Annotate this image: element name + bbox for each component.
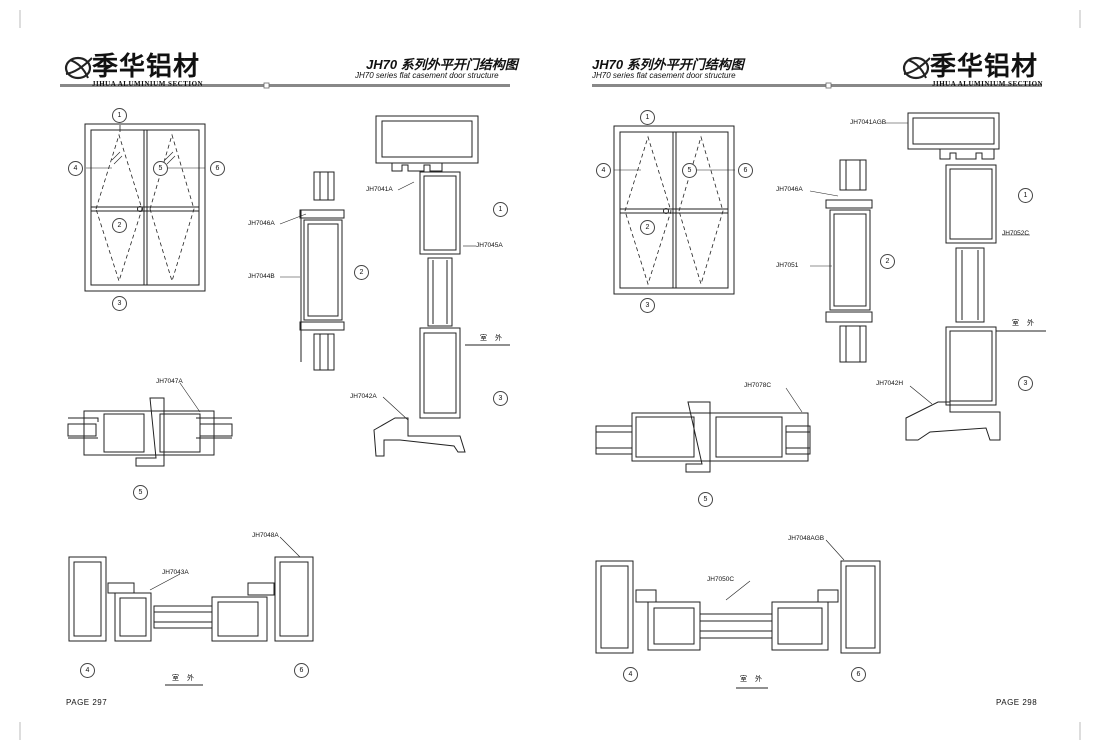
horizontal-section [68, 556, 314, 686]
callout-circle: 4 [623, 667, 638, 682]
part-label: JH7050C [707, 576, 735, 583]
leader-lines [149, 181, 476, 591]
right-page: JH70 系列外平开门结构图 JH70 series flat casement… [550, 0, 1100, 750]
callout-circle: 3 [1018, 376, 1033, 391]
callout-circle: 6 [294, 663, 309, 678]
page-title-zh: JH70 系列外平开门结构图 [366, 57, 518, 72]
callout-circle: 2 [640, 220, 655, 235]
brand-name: 季华铝材 [930, 52, 1039, 82]
callout-circle: 6 [851, 667, 866, 682]
door-elevation [84, 123, 206, 292]
callout-circle: 4 [80, 663, 95, 678]
callout-circle: 6 [210, 161, 225, 176]
part-label: JH7042A [350, 393, 377, 400]
callout-circle: 3 [112, 296, 127, 311]
part-label: JH7044B [248, 273, 275, 280]
callout-circle: 6 [738, 163, 753, 178]
mullion-section [595, 401, 811, 473]
right-drawing [592, 10, 1081, 740]
page-title-en: JH70 series flat casement door structure [355, 71, 499, 80]
brand-name: 季华铝材 [92, 52, 201, 82]
callout-circle: 1 [1018, 188, 1033, 203]
mullion-section [67, 397, 233, 467]
left-page: 季华铝材 JIHUA ALUMINIUM SECTION JH70 系列外平开门… [19, 10, 518, 740]
callout-circle: 3 [640, 298, 655, 313]
part-label: JH7042H [876, 380, 904, 387]
brand-subtitle: JIHUA ALUMINIUM SECTION [92, 80, 204, 88]
part-label: JH7041AGB [850, 119, 887, 126]
part-label: JH7048AGB [788, 535, 825, 542]
callout-circle: 4 [596, 163, 611, 178]
callout-circle: 1 [112, 108, 127, 123]
door-elevation [613, 125, 735, 295]
part-label: JH7048A [252, 532, 279, 539]
callout-circle: 3 [493, 391, 508, 406]
callout-circle: 4 [68, 161, 83, 176]
part-label: JH7046A [776, 186, 803, 193]
part-label: JH7045A [476, 242, 503, 249]
vertical-section [905, 112, 1046, 441]
callout-circle: 2 [354, 265, 369, 280]
callout-circle: 1 [640, 110, 655, 125]
callout-circle: 5 [153, 161, 168, 176]
page-title-zh: JH70 系列外平开门结构图 [592, 57, 744, 72]
left-drawing [19, 10, 510, 740]
outdoor-label: 室 外 [480, 335, 505, 342]
brand-logo-icon [64, 56, 93, 80]
brand-subtitle: JIHUA ALUMINIUM SECTION [932, 80, 1044, 88]
callout-circle: 5 [682, 163, 697, 178]
part-label: JH7052C [1002, 230, 1030, 237]
page-number: PAGE 298 [996, 698, 1038, 707]
leader-lines [725, 122, 1030, 601]
part-label: JH7047A [156, 378, 183, 385]
page-title-en: JH70 series flat casement door structure [592, 71, 736, 80]
callout-circle: 2 [112, 218, 127, 233]
outdoor-label: 室 外 [172, 675, 197, 682]
callout-circle: 2 [880, 254, 895, 269]
callout-circle: 5 [133, 485, 148, 500]
part-label: JH7078C [744, 382, 772, 389]
page-number: PAGE 297 [66, 698, 108, 707]
vertical-section [373, 115, 510, 457]
part-label: JH7043A [162, 569, 189, 576]
part-label: JH7046A [248, 220, 275, 227]
outdoor-label: 室 外 [740, 676, 765, 683]
callout-circle: 1 [493, 202, 508, 217]
callout-circle: 5 [698, 492, 713, 507]
outdoor-label: 室 外 [1012, 320, 1037, 327]
sash-section [299, 171, 345, 371]
horizontal-section [595, 560, 881, 689]
part-label: JH7051 [776, 262, 799, 269]
part-label: JH7041A [366, 186, 393, 193]
brand-logo-icon [902, 56, 931, 80]
sash-section [825, 159, 873, 363]
